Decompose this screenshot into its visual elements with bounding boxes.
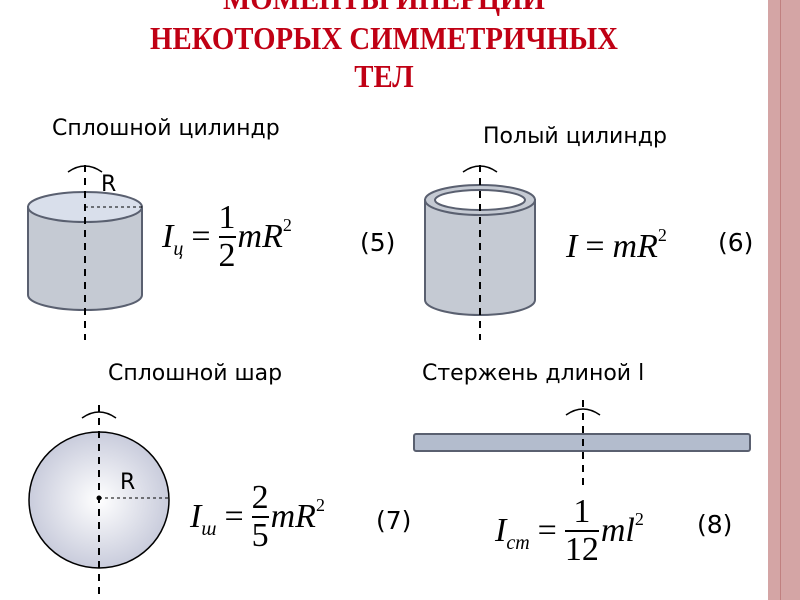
solid-cylinder	[27, 165, 143, 340]
equation-number-6: (6)	[718, 228, 754, 257]
denominator: 12	[564, 531, 599, 568]
f-rest: ml	[600, 512, 635, 549]
equation-number-7: (7)	[376, 506, 412, 535]
numerator: 1	[218, 199, 236, 236]
equation-number-8: (8)	[697, 510, 733, 539]
title-line-3: ТЕЛ	[354, 58, 414, 94]
f-power: 2	[634, 508, 644, 529]
right-border	[766, 0, 800, 600]
label-rod: Стержень длиной l	[422, 361, 645, 386]
f-power: 2	[282, 214, 292, 235]
f-power: 2	[657, 224, 667, 245]
rod	[413, 400, 751, 490]
radius-label-cylinder: R	[101, 172, 117, 197]
f-power: 2	[315, 494, 325, 515]
title-line-1: МОМЕНТЫ ИНЕРЦИИ	[38, 0, 729, 17]
f-symbol: I	[162, 218, 174, 255]
f-symbol: I	[566, 228, 578, 265]
f-rest: mR	[612, 228, 658, 265]
denominator: 2	[218, 237, 236, 274]
hollow-cylinder	[424, 165, 536, 340]
equation-number-5: (5)	[360, 228, 396, 257]
f-symbol: I	[495, 512, 507, 549]
numerator: 2	[251, 479, 269, 516]
label-hollow-cylinder: Полый цилиндр	[483, 124, 667, 149]
f-rest: mR	[270, 498, 316, 535]
label-solid-cylinder: Сплошной цилиндр	[52, 116, 280, 141]
f-sub: ц	[173, 237, 184, 260]
radius-label-ball: R	[120, 470, 136, 495]
f-rest: mR	[237, 218, 283, 255]
label-solid-ball: Сплошной шар	[108, 361, 283, 386]
denominator: 5	[251, 517, 269, 554]
solid-ball	[28, 405, 170, 600]
f-sub: ш	[201, 517, 217, 540]
numerator: 1	[573, 493, 591, 530]
title-line-2: НЕКОТОРЫХ СИММЕТРИЧНЫХ	[150, 20, 618, 56]
f-sub: ст	[506, 531, 530, 554]
f-symbol: I	[190, 498, 202, 535]
